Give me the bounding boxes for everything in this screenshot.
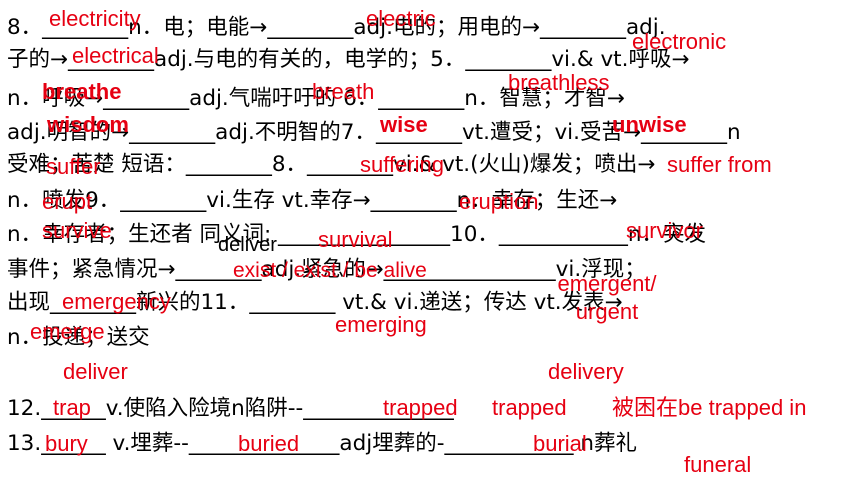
answer-eruption: eruption xyxy=(459,189,539,214)
answer-erupt: erupt xyxy=(42,189,93,214)
question-line: 事件；紧急情况→________adj.紧急的→________________… xyxy=(7,257,646,282)
answer-suffer-from: suffer from xyxy=(667,152,772,177)
answer-delivery: delivery xyxy=(548,359,624,384)
answer-emergent-urgent: emergent/ urgent xyxy=(557,271,657,324)
question-line: 受难；苦楚 短语：________8．________vi.& vt.(火山)爆… xyxy=(7,152,656,177)
answer-wise: wise xyxy=(380,112,428,137)
answer-emerge: emerge xyxy=(30,319,105,344)
answer-electrical: electrical xyxy=(72,43,159,68)
answer-burial: burial xyxy=(533,431,587,456)
answer-survive: survive xyxy=(42,218,112,243)
answer-suffer: suffer xyxy=(46,154,101,179)
vocab-line: 12.______v.使陷入险境n陷阱--______________ xyxy=(7,396,454,421)
answer-suffering: suffering xyxy=(360,152,444,177)
question-line: adj.明智的→________adj.不明智的7．________vt.遭受；… xyxy=(7,120,741,145)
answer-buried: buried xyxy=(238,431,300,456)
answer-trap: trap xyxy=(53,395,91,420)
answer-unwise: unwise xyxy=(612,112,687,137)
answer-funeral: funeral xyxy=(684,452,752,477)
answer-deliver-synonym: deliver xyxy=(218,234,277,256)
question-line: n．投递；送交 xyxy=(7,325,150,350)
answer-breathless: breathless xyxy=(508,70,610,95)
question-line: n．喷发9．________vi.生存 vt.幸存→________n．幸存；生… xyxy=(7,188,618,213)
answer-electric: electric xyxy=(366,6,436,31)
answer-emerging: emerging xyxy=(335,312,427,337)
answer-exist-alive: exist / exist / be alive xyxy=(233,259,427,282)
answer-electronic: electronic xyxy=(632,29,727,54)
question-line: n．幸存者；生还者 同义词: ________________10．______… xyxy=(7,222,707,247)
answer-survival: survival xyxy=(318,227,393,252)
answer-trapped-2: trapped xyxy=(492,395,567,420)
answer-breath: breath xyxy=(312,79,375,104)
answer-survivor: survivor xyxy=(626,218,704,243)
answer-emergency: emergency xyxy=(62,289,171,314)
question-line: 8．________n．电；电能→________adj.电的；用电的→____… xyxy=(7,15,666,40)
answer-bury: bury xyxy=(45,431,88,456)
answer-deliver: deliver xyxy=(63,359,128,384)
answer-wisdom: wisdom xyxy=(47,112,129,137)
answer-be-trapped-in: 被困在be trapped in xyxy=(612,395,807,420)
question-line: n．呼吸→________adj.气喘吁吁的 6．________n．智慧；才智… xyxy=(7,86,625,111)
answer-electricity: electricity xyxy=(49,6,141,31)
question-line: 出现________新兴的11．________ vt.& vi.递送；传达 v… xyxy=(7,290,623,315)
answer-trapped: trapped xyxy=(383,395,458,420)
vocab-line: 13.______ v.埋葬--______________adj埋葬的-___… xyxy=(7,431,637,456)
question-line: 子的→________adj.与电的有关的，电学的；5．________vi.&… xyxy=(7,47,690,72)
answer-breathe: breathe xyxy=(42,79,122,104)
